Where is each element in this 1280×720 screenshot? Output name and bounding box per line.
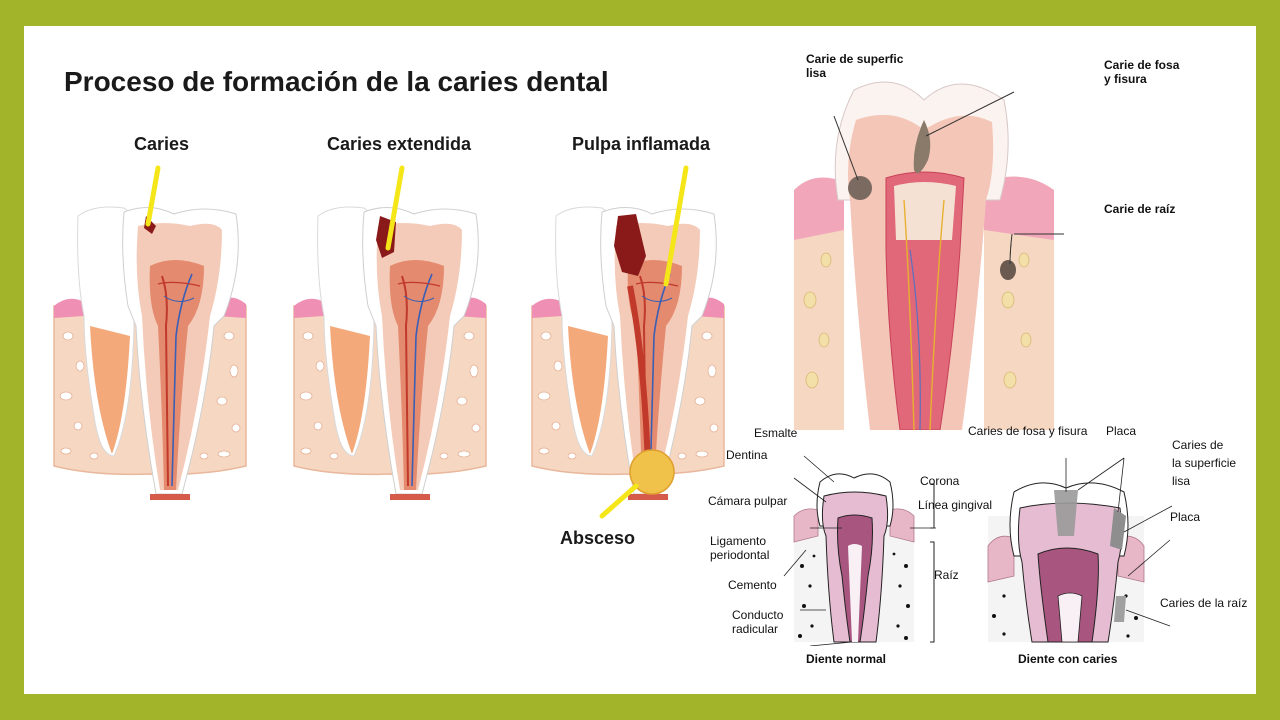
tooth-stage-pulpa-inflamada bbox=[531, 165, 725, 519]
stage-label-caries: Caries bbox=[134, 134, 190, 154]
normal-tooth-diagram bbox=[783, 455, 936, 646]
label-pit-fissure-1: Carie de fosa bbox=[1104, 58, 1180, 72]
label-caries-fosa-fisura: Caries de fosa y fisura bbox=[968, 424, 1088, 438]
smooth-surface-caries-spot bbox=[848, 176, 872, 200]
pointer-caries bbox=[145, 165, 161, 227]
pointer-caries-extendida bbox=[385, 165, 405, 251]
caption-diente-con-caries: Diente con caries bbox=[1018, 652, 1118, 666]
label-superficie-1: Caries de bbox=[1172, 438, 1224, 452]
page-title: Proceso de formación de la caries dental bbox=[64, 66, 609, 97]
label-superficie-3: lisa bbox=[1172, 474, 1191, 488]
label-conducto-1: Conducto bbox=[732, 608, 784, 622]
label-superficie-2: la superficie bbox=[1172, 456, 1237, 470]
label-placa-top: Placa bbox=[1106, 424, 1137, 438]
label-conducto-2: radicular bbox=[732, 622, 779, 636]
tooth-stage-caries bbox=[53, 165, 247, 501]
tooth-stage-caries-extendida bbox=[293, 165, 487, 501]
label-cemento: Cemento bbox=[728, 578, 777, 592]
pit-fissure-caries-area bbox=[1054, 490, 1078, 536]
label-smooth-surface-1: Carie de superfic bbox=[806, 52, 904, 66]
caries-spot-deep bbox=[614, 214, 646, 276]
label-root-caries: Carie de raíz bbox=[1104, 202, 1176, 216]
label-raiz: Raíz bbox=[934, 568, 959, 582]
caries-stages-illustration bbox=[53, 165, 725, 519]
caption-diente-normal: Diente normal bbox=[806, 652, 887, 666]
leader-pit-fissure bbox=[925, 91, 1015, 137]
stage-label-pulpa-inflamada: Pulpa inflamada bbox=[572, 134, 711, 154]
label-pit-fissure-2: y fisura bbox=[1104, 72, 1147, 86]
label-placa-side: Placa bbox=[1170, 510, 1201, 524]
label-smooth-surface-2: lisa bbox=[806, 66, 827, 80]
diagram-panel: Proceso de formación de la caries dental… bbox=[24, 26, 1256, 694]
tooth-caries-types-illustration bbox=[794, 81, 1064, 430]
leader-smooth-surface bbox=[833, 115, 859, 181]
inflamed-pulp bbox=[627, 285, 651, 467]
leader-root bbox=[1009, 233, 1013, 265]
pointer-absceso bbox=[599, 483, 639, 519]
stage-label-caries-extendida: Caries extendida bbox=[327, 134, 472, 154]
abscess-label: Absceso bbox=[560, 528, 636, 548]
label-caries-raiz: Caries de la raíz bbox=[1160, 596, 1248, 610]
abscess-bubble bbox=[629, 449, 675, 495]
root-caries-spot bbox=[1000, 260, 1016, 280]
caries-tooth-diagram bbox=[987, 457, 1173, 643]
label-ligamento-1: Ligamento bbox=[710, 534, 767, 548]
root-caries-area bbox=[1114, 596, 1126, 622]
label-dentina: Dentina bbox=[726, 448, 768, 462]
pointer-pulpa-inflamada bbox=[663, 165, 689, 287]
label-corona: Corona bbox=[920, 474, 960, 488]
label-camara-pulpar: Cámara pulpar bbox=[708, 494, 788, 508]
label-esmalte: Esmalte bbox=[754, 426, 798, 440]
label-ligamento-2: periodontal bbox=[710, 548, 770, 562]
smooth-surface-caries-area bbox=[1110, 508, 1126, 550]
pit-fissure-caries-spot bbox=[913, 120, 931, 174]
label-linea-gingival: Línea gingival bbox=[918, 498, 993, 512]
